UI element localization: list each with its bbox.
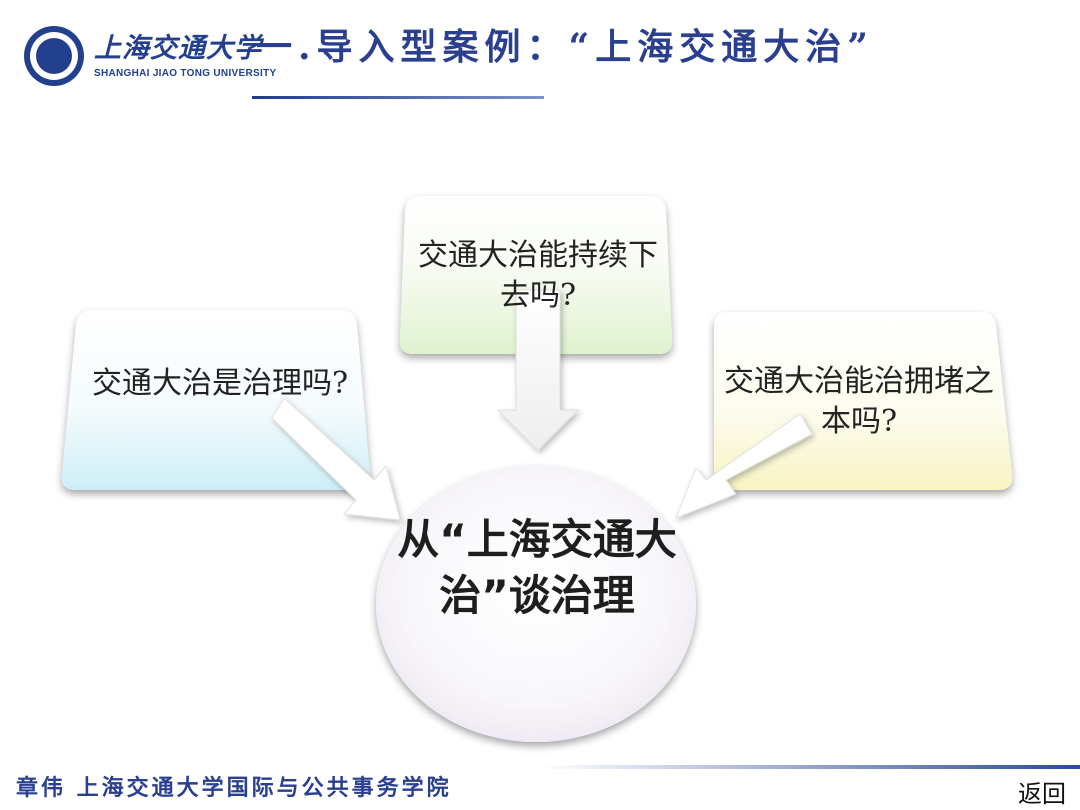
center-circle-shape <box>376 466 696 742</box>
logo-name-en: SHANGHAI JIAO TONG UNIVERSITY <box>94 68 277 79</box>
slide-title: 一.导入型案例：“上海交通大治” <box>256 26 874 68</box>
footer-rule <box>540 765 1080 769</box>
university-logo: 上海交通大学 SHANGHAI JIAO TONG UNIVERSITY <box>24 24 276 88</box>
footer-author: 章伟 上海交通大学国际与公共事务学院 <box>16 775 452 801</box>
arrow-left-to-center <box>271 397 401 521</box>
box-left-shape <box>61 310 371 490</box>
center-topic: 从“上海交通大治”谈治理 <box>397 515 677 620</box>
question-box-right: 交通大治能治拥堵之本吗? <box>724 364 994 439</box>
return-link[interactable]: 返回 <box>1018 780 1066 808</box>
question-box-top: 交通大治能持续下去吗? <box>418 238 658 313</box>
university-seal-icon <box>24 26 84 86</box>
title-underline <box>252 96 544 99</box>
logo-name-cn: 上海交通大学 <box>94 33 262 64</box>
box-top-shape <box>399 196 673 354</box>
arrow-right-to-center <box>675 413 813 519</box>
question-box-left: 交通大治是治理吗? <box>91 366 349 401</box>
arrow-down <box>496 289 580 451</box>
